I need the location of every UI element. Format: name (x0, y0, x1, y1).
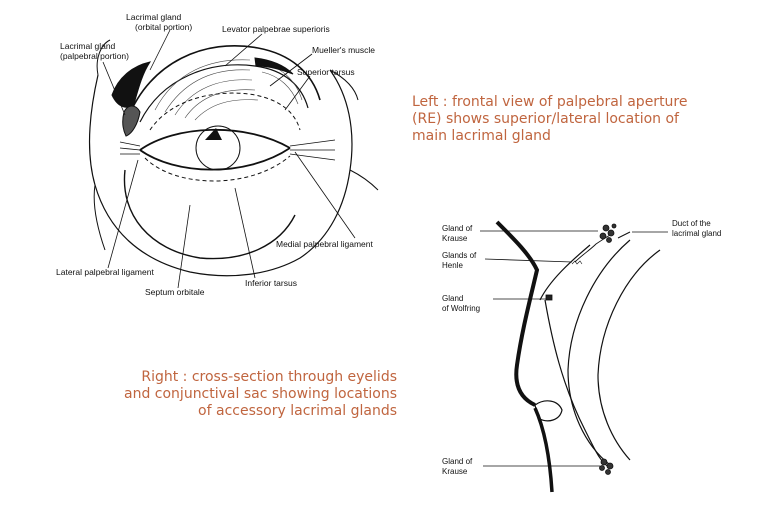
cross-section-leader-lines (480, 230, 668, 467)
label-glands-henle-1: Glands of (442, 251, 477, 260)
label-mueller: Mueller's muscle (312, 45, 375, 55)
label-levator: Levator palpebrae superioris (222, 24, 330, 34)
orbit-outline (88, 69, 353, 277)
label-gland-krause-top-2: Krause (442, 234, 468, 243)
levator-fibres (154, 59, 303, 121)
pupil (205, 128, 222, 140)
label-lacrimal-gland-palpebral-1: Lacrimal gland (60, 41, 116, 51)
label-lacrimal-gland-palpebral-2: (palpebral portion) (60, 51, 129, 61)
gland-krause-top-shape (599, 223, 617, 243)
label-lateral-ligament: Lateral palpebral ligament (56, 267, 154, 277)
levator-inner-arc (139, 64, 309, 123)
gland-wolfring-shape (545, 294, 553, 301)
conjunctival-sac-upper (539, 244, 591, 301)
conjunctival-sac-fold (544, 299, 611, 469)
cross-section-illustration (480, 220, 668, 493)
label-inferior-tarsus: Inferior tarsus (245, 278, 297, 288)
palpebral-ligament-bands (119, 139, 336, 161)
lower-lid-margin (139, 147, 291, 171)
label-gland-wolfring-2: of Wolfring (442, 304, 480, 313)
gland-henle-shape (571, 260, 583, 265)
inner-curve-2 (597, 249, 661, 461)
cross-section-labels: Gland of Krause Glands of Henle Gland of… (442, 219, 721, 476)
caption-left: Left : frontal view of palpebral apertur… (412, 94, 688, 144)
eyeball-lower-outline (123, 169, 296, 260)
label-lacrimal-gland-orbital-2: (orbital portion) (135, 22, 192, 32)
label-septum-orbitale: Septum orbitale (145, 287, 205, 297)
frontal-view-labels: Lacrimal gland (orbital portion) Lacrima… (56, 12, 375, 297)
inner-curve-1 (567, 239, 631, 466)
lacrimal-duct-short (617, 231, 631, 239)
lacrimal-gland-orbital-shape (111, 61, 152, 108)
label-gland-wolfring-1: Gland (442, 294, 463, 303)
label-gland-krause-top-1: Gland of (442, 224, 473, 233)
upper-lid-skin (495, 220, 540, 407)
fornix-wavy-upper (574, 233, 613, 263)
label-gland-krause-bottom-1: Gland of (442, 457, 473, 466)
superior-tarsus-outline (149, 92, 301, 131)
label-superior-tarsus: Superior tarsus (297, 67, 355, 77)
label-duct-1: Duct of the (672, 219, 711, 228)
inferior-tarsus-outline (144, 155, 291, 182)
face-contour-left (93, 39, 111, 251)
label-duct-2: lacrimal gland (672, 229, 721, 238)
label-glands-henle-2: Henle (442, 261, 463, 270)
frontal-leader-lines (102, 29, 356, 289)
label-gland-krause-bottom-2: Krause (442, 467, 468, 476)
dark-crescent-right (254, 57, 294, 75)
upper-lid-margin (139, 128, 291, 151)
iris (195, 125, 241, 171)
lid-margin-blob (534, 400, 563, 422)
gland-krause-bottom-shape (599, 458, 614, 475)
caption-right: Right : cross-section through eyelids an… (124, 369, 397, 419)
lacrimal-gland-palpebral-shape (122, 105, 141, 137)
levator-outer-arc (127, 44, 321, 119)
face-contour-right (329, 69, 379, 191)
frontal-view-illustration (88, 29, 379, 289)
label-lacrimal-gland-orbital-1: Lacrimal gland (126, 12, 182, 22)
label-medial-ligament: Medial palpebral ligament (276, 239, 374, 249)
